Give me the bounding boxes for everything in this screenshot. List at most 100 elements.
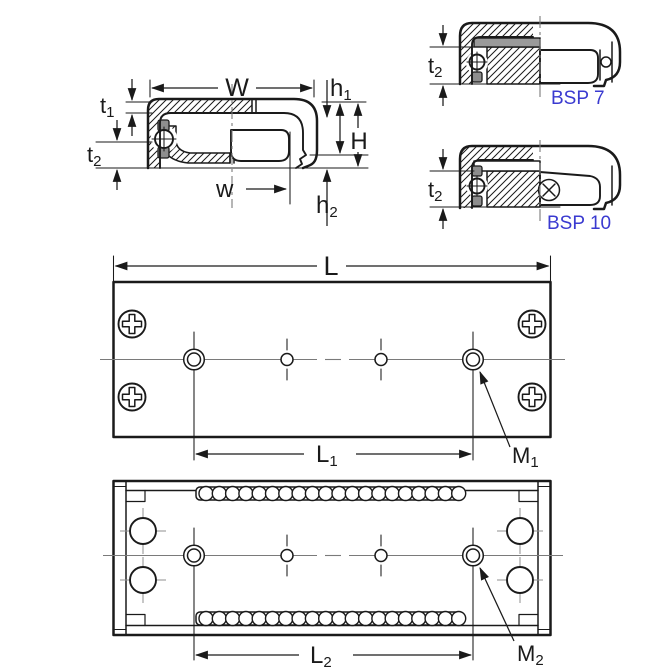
ball-icon	[331, 610, 347, 627]
ball-icon	[251, 485, 267, 502]
mounting-hole	[120, 557, 166, 603]
ball-icon	[384, 610, 400, 627]
dim-label-h1: h1	[330, 75, 352, 104]
cap-outer-contour	[458, 144, 622, 211]
table-section	[539, 49, 599, 84]
hole	[280, 534, 294, 577]
ball-icon	[424, 610, 440, 627]
phillips-screw-icon	[517, 309, 547, 339]
ball-icon	[304, 610, 321, 627]
bsp7-cross-section: t2 BSP 7	[428, 16, 622, 109]
ball-icon	[357, 610, 374, 627]
dim-h2: h2	[316, 168, 338, 226]
phillips-screw-icon	[517, 382, 547, 412]
callout-M1: M1	[479, 370, 539, 471]
ball-icon	[344, 610, 360, 627]
dim-L1: L1	[194, 441, 473, 470]
rail-hatch-section	[487, 171, 540, 207]
ball-icon	[211, 485, 228, 502]
threaded-hole-m1	[182, 331, 206, 461]
ball-icon	[600, 56, 612, 68]
bsp10-cross-section: t2 BSP 10	[428, 140, 622, 234]
dim-label-L2: L2	[310, 642, 332, 670]
ball-icon	[198, 485, 214, 502]
top-view: L	[100, 251, 565, 471]
retainer-tab	[471, 71, 483, 83]
phillips-screw-icon	[117, 309, 147, 339]
retainer-strip	[473, 160, 541, 172]
variant-label-bsp7: BSP 7	[551, 88, 605, 109]
dim-label-t2: t2	[87, 142, 101, 170]
phillips-screw-icon	[117, 382, 147, 412]
ball-icon	[437, 610, 454, 627]
ball-icon	[251, 610, 267, 627]
ball-track-top	[195, 485, 467, 502]
mounting-hole	[497, 557, 543, 603]
ball-icon	[291, 610, 307, 627]
corner-step	[518, 489, 539, 503]
table-section	[230, 129, 290, 162]
dim-W: W	[149, 74, 315, 102]
corner-step	[518, 613, 539, 627]
mounting-hole	[120, 508, 166, 554]
ball-icon	[437, 485, 454, 502]
ball-icon	[411, 610, 427, 627]
ball-icon	[371, 485, 387, 502]
ball-icon	[424, 485, 440, 502]
dim-t1: t1	[100, 79, 137, 136]
ball-icon	[331, 485, 347, 502]
ball-chain	[198, 610, 467, 627]
ball-icon	[264, 610, 281, 627]
ball-icon	[411, 485, 427, 502]
corner-step	[125, 613, 146, 627]
callout-label-M1: M1	[512, 443, 539, 471]
dim-t2-bsp10: t2	[428, 149, 448, 229]
dim-label-H: H	[350, 128, 367, 155]
threaded-hole-m1	[461, 331, 485, 461]
dim-H: H	[350, 102, 368, 168]
ball-icon	[278, 610, 294, 627]
ball-icon	[238, 485, 254, 502]
ball-icon	[451, 610, 467, 627]
ball-icon	[304, 485, 321, 502]
ball-icon	[198, 610, 214, 627]
dim-L: L	[112, 251, 552, 282]
ball-icon	[318, 610, 334, 627]
cap-inner-contour	[159, 112, 307, 169]
ball-icon	[291, 485, 307, 502]
variant-label-bsp10: BSP 10	[547, 213, 611, 234]
ball-icon	[384, 485, 400, 502]
ball-icon	[397, 610, 414, 627]
ball-icon	[264, 485, 281, 502]
ball-icon	[357, 485, 374, 502]
bottom-view: L2 M2	[103, 479, 563, 670]
callout-label-M2: M2	[517, 641, 544, 669]
dim-label-t2: t2	[428, 53, 442, 81]
dim-t2-bsp7: t2	[428, 25, 448, 106]
dim-L2: L2	[194, 642, 473, 670]
main-cross-section: W t1 t2 w h1 H	[87, 74, 369, 226]
dim-t2-main: t2	[87, 120, 122, 190]
dim-label-L1: L1	[316, 441, 338, 470]
mounting-hole	[497, 508, 543, 554]
ball-icon	[238, 610, 254, 627]
dim-label-t1: t1	[100, 93, 114, 121]
corner-step	[125, 489, 146, 503]
dim-label-L: L	[323, 251, 338, 281]
dim-h1: h1	[322, 75, 352, 155]
dim-label-w: w	[215, 176, 234, 203]
dim-label-W: W	[225, 74, 249, 102]
dim-label-t2: t2	[428, 177, 442, 205]
ball-icon	[224, 485, 241, 502]
rail-hatch-section	[487, 47, 540, 84]
ball-icon	[224, 610, 241, 627]
ball-track-bottom	[195, 610, 467, 627]
ball-icon	[397, 485, 414, 502]
threaded-hole-m2	[461, 527, 485, 661]
dim-w: w	[215, 176, 288, 203]
ball-icon	[344, 485, 360, 502]
hole	[280, 338, 294, 381]
dim-label-h2: h2	[316, 192, 338, 221]
